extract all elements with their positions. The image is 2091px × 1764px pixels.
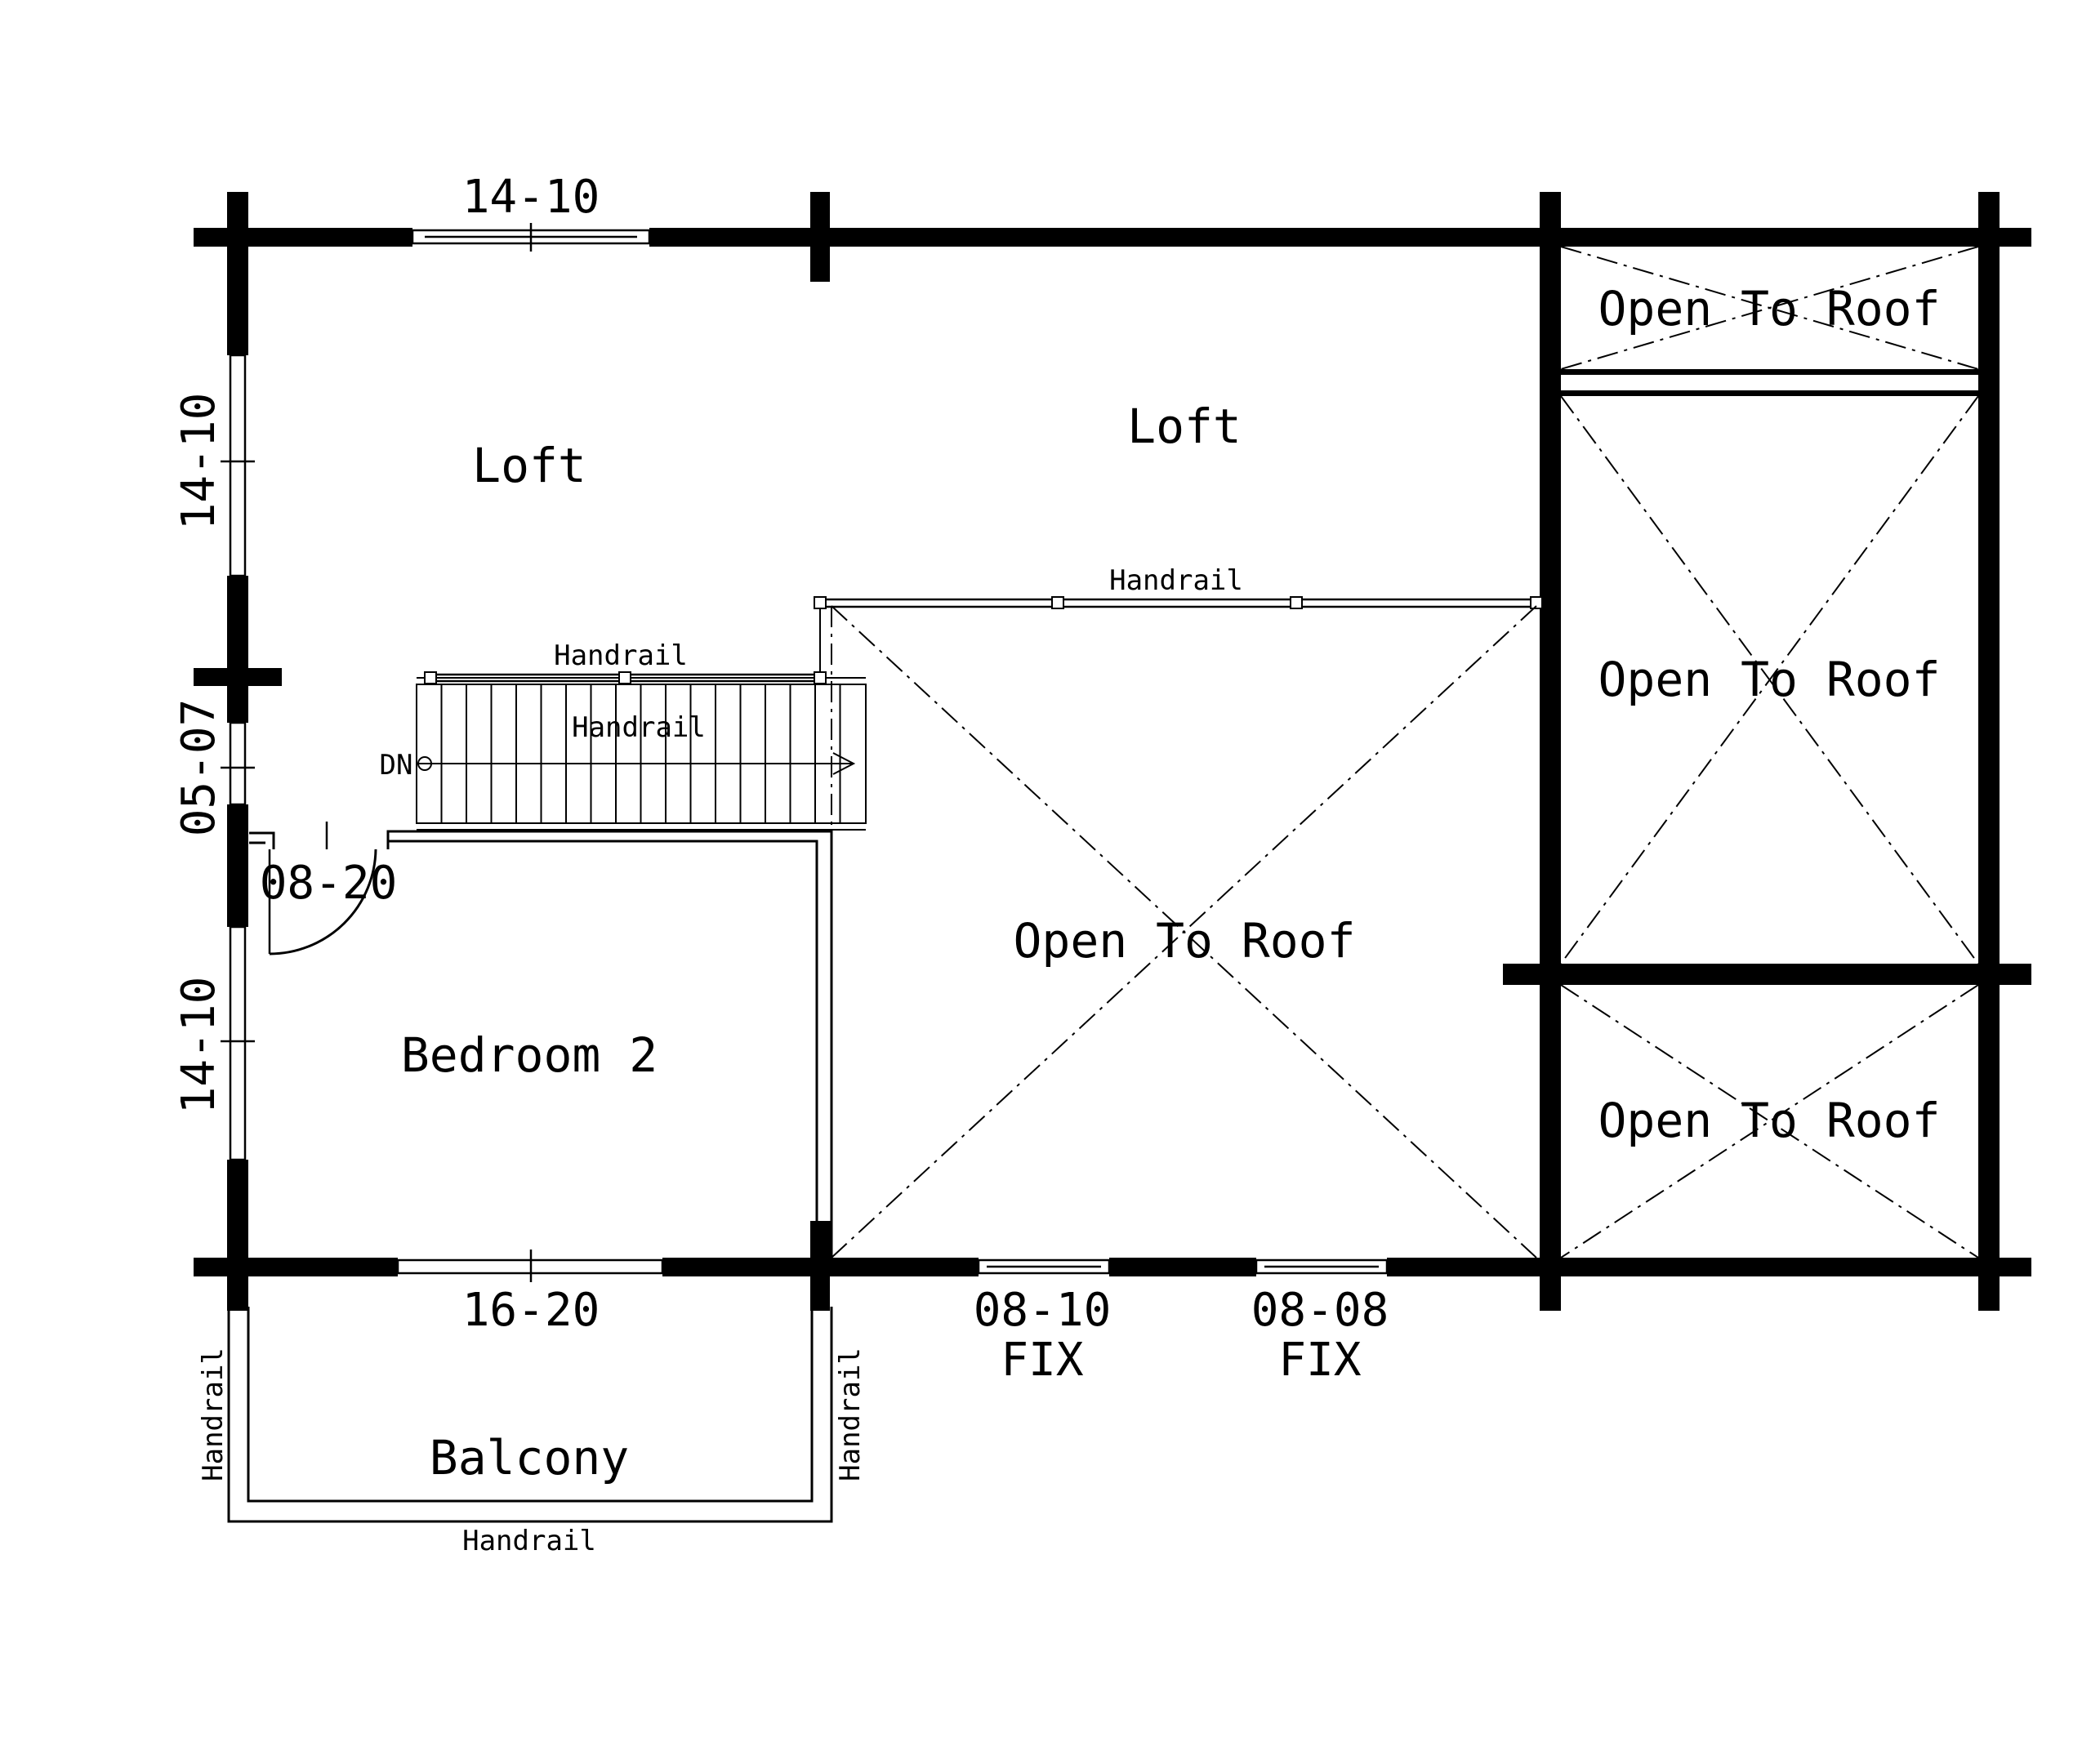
handrails — [424, 596, 1543, 684]
walls — [194, 192, 2031, 1311]
handrail-label-stair-top: Handrail — [554, 639, 688, 672]
bottom-wall-a — [194, 1258, 398, 1276]
stair-treads — [440, 684, 841, 823]
window-label-top: 14-10 — [462, 171, 600, 224]
open-to-roof-markers — [831, 246, 1979, 1258]
top-post — [810, 192, 830, 282]
loft-handrail — [818, 598, 1538, 608]
room-label-loft-left: Loft — [472, 438, 586, 493]
window-type-fix-1: FIX — [1001, 1334, 1083, 1387]
room-label-open-right-top: Open To Roof — [1598, 281, 1940, 336]
handrail-label-loft: Handrail — [1109, 564, 1243, 597]
door-swing — [269, 849, 377, 956]
bedroom-partition — [249, 822, 833, 1262]
room-label-open-right-middle: Open To Roof — [1598, 652, 1940, 707]
left-wall-d — [227, 1160, 248, 1311]
door-label-bedroom: 08-20 — [260, 857, 398, 910]
fix-window-2 — [1255, 1258, 1389, 1275]
room-label-open-center: Open To Roof — [1013, 913, 1355, 969]
handrail-label-balcony-right: Handrail — [834, 1348, 867, 1481]
window-label-left-middle: 05-07 — [172, 699, 225, 837]
bottom-wall-d — [1387, 1258, 2031, 1276]
room-label-loft-center: Loft — [1127, 399, 1242, 454]
left-middle-window — [229, 721, 247, 806]
balcony-outer-rail — [227, 1307, 833, 1523]
beam-line-a — [1550, 369, 1989, 375]
beam-line-b — [1550, 390, 1989, 396]
window-label-left-lower: 14-10 — [172, 977, 225, 1115]
right-section-wall-left — [1540, 192, 1561, 1311]
room-label-balcony: Balcony — [430, 1430, 629, 1486]
window-label-bottom: 16-20 — [462, 1284, 600, 1337]
balcony-inner-rail — [247, 1307, 814, 1503]
windows — [221, 223, 1389, 1282]
left-wall-a — [227, 192, 248, 355]
room-label-open-right-bottom: Open To Roof — [1598, 1093, 1940, 1148]
labels: Loft Loft Bedroom 2 Balcony Open To Roof… — [172, 171, 1941, 1557]
window-label-fix-1: 08-10 — [974, 1284, 1112, 1337]
stairs-direction-label: DN — [380, 749, 413, 782]
handrail-label-balcony-left: Handrail — [197, 1348, 230, 1481]
staircase — [416, 604, 867, 831]
right-section-wall-right — [1978, 192, 2000, 1311]
balcony — [227, 1307, 833, 1523]
handrail-label-stair-inner: Handrail — [572, 711, 706, 744]
window-label-left-upper: 14-10 — [172, 393, 225, 531]
room-label-bedroom: Bedroom 2 — [401, 1027, 658, 1083]
bottom-wall-c — [1109, 1258, 1256, 1276]
left-wall-b — [227, 576, 248, 723]
top-wall-right — [649, 228, 2031, 247]
left-wall-c — [227, 804, 248, 927]
left-upper-window — [229, 354, 247, 577]
left-wall-stub — [194, 668, 282, 686]
stair-start-circle — [417, 756, 432, 771]
handrail-label-balcony-bottom: Handrail — [462, 1525, 596, 1557]
window-type-fix-2: FIX — [1278, 1334, 1361, 1387]
right-section-divider — [1503, 964, 2031, 985]
left-lower-window — [229, 925, 247, 1161]
top-wall-left — [194, 228, 412, 247]
fix-window-1 — [977, 1258, 1111, 1275]
window-label-fix-2: 08-08 — [1251, 1284, 1389, 1337]
